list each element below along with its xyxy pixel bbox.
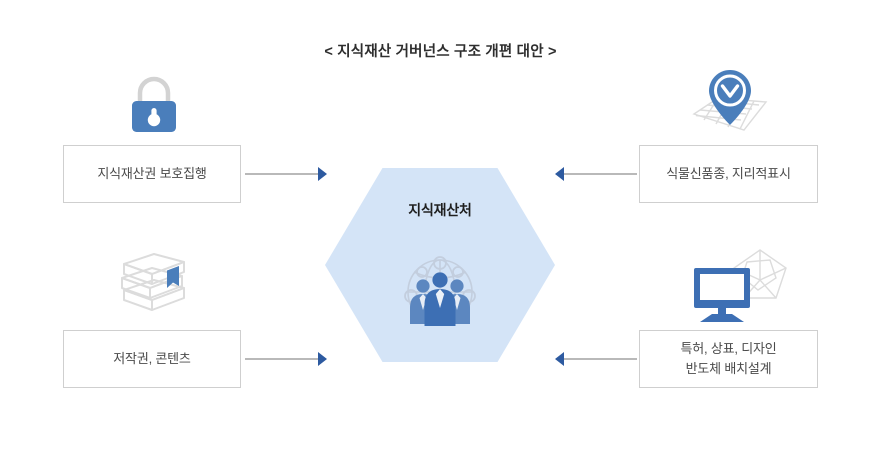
arrow-top-right-to-center <box>555 167 637 181</box>
arrow-head-right-icon <box>318 167 327 181</box>
books-stack-icon <box>110 248 196 322</box>
arrow-bottom-right-to-center <box>555 352 637 366</box>
label-box-bottom-left: 저작권, 콘텐츠 <box>63 330 241 388</box>
label-box-bottom-right: 특허, 상표, 디자인 반도체 배치설계 <box>639 330 818 388</box>
label-box-top-right: 식물신품종, 지리적표시 <box>639 145 818 203</box>
arrow-top-left-to-center <box>245 167 327 181</box>
label-box-bottom-left-line-1: 저작권, 콘텐츠 <box>113 350 191 366</box>
map-location-pin-icon <box>684 62 776 142</box>
label-box-bottom-right-line-2: 반도체 배치설계 <box>685 361 772 376</box>
label-box-bottom-right-line-1: 특허, 상표, 디자인 <box>680 340 777 356</box>
center-node-label: 지식재산처 <box>408 202 472 218</box>
label-box-top-right-line-1: 식물신품종, 지리적표시 <box>666 165 791 181</box>
arrow-shaft <box>564 358 637 360</box>
arrow-head-left-icon <box>555 167 564 181</box>
label-box-top-left: 지식재산권 보호집행 <box>63 145 241 203</box>
arrow-head-right-icon <box>318 352 327 366</box>
padlock-icon <box>118 68 190 140</box>
arrow-shaft <box>245 173 318 175</box>
center-node: 지식재산처 <box>325 168 555 362</box>
arrow-head-left-icon <box>555 352 564 366</box>
people-group-globe-icon <box>398 250 482 334</box>
page-title: < 지식재산 거버넌스 구조 개편 대안 > <box>324 44 557 60</box>
arrow-shaft <box>564 173 637 175</box>
monitor-chart-icon <box>686 246 790 326</box>
arrow-bottom-left-to-center <box>245 352 327 366</box>
label-box-top-left-line-1: 지식재산권 보호집행 <box>97 165 207 181</box>
arrow-shaft <box>245 358 318 360</box>
